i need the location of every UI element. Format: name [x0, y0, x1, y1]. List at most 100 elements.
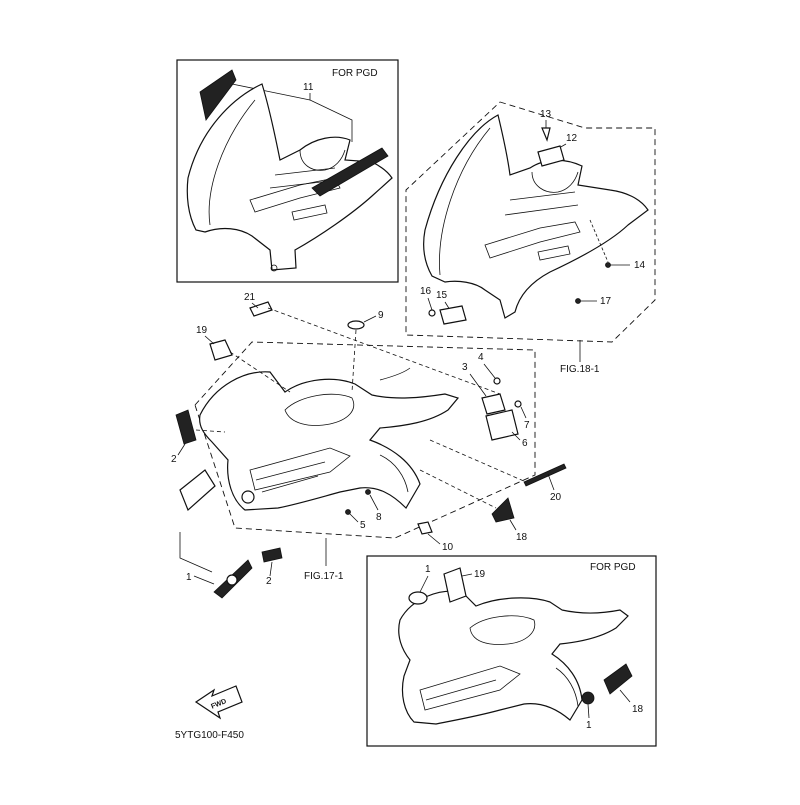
callout-3: 3 — [462, 362, 468, 373]
part-18 — [491, 497, 515, 523]
part-2-front — [261, 547, 283, 563]
leader-18-dashed — [419, 469, 497, 509]
pgd-leader-1-bottom — [587, 703, 590, 719]
part-13-bolt — [541, 127, 551, 142]
callout-11: 11 — [303, 82, 314, 93]
pgd-part-18 — [603, 663, 633, 695]
rear-fender-pgd — [186, 69, 393, 272]
rear-fender-seat — [484, 221, 581, 259]
callout-14: 14 — [634, 260, 646, 271]
rear-fender-well — [531, 171, 579, 193]
front-fender-tank-cover — [284, 393, 355, 426]
leader-20 — [547, 473, 555, 491]
part-16 — [428, 309, 436, 317]
part-1-emblem — [226, 574, 238, 586]
leader-2-left — [177, 443, 186, 456]
part-8 — [365, 489, 371, 495]
callout-2-front: 2 — [266, 576, 272, 587]
pgd-callout-19: 19 — [474, 569, 486, 580]
leader-6 — [511, 431, 521, 441]
leader-19 — [204, 335, 215, 345]
rear-fender-pgd-slot — [291, 204, 328, 221]
leader-2-dashed — [195, 429, 226, 433]
leader-4 — [483, 363, 496, 379]
rear-fender-edge — [439, 127, 491, 276]
front-fender-wheel-arch — [379, 454, 409, 493]
part-5 — [345, 509, 351, 515]
front-fender-mount — [379, 367, 411, 381]
leader-21-dashed — [267, 307, 501, 395]
leader-16 — [427, 297, 433, 311]
bottom-pgd-label: FOR PGD — [590, 562, 636, 573]
part-14 — [605, 262, 611, 268]
front-fender-light — [241, 490, 255, 504]
fig18-label: FIG.18-1 — [560, 364, 600, 375]
pgd-front-fender-body — [398, 590, 629, 725]
pgd-callout-18: 18 — [632, 704, 644, 715]
front-fender-ribs — [255, 461, 326, 493]
part-4 — [493, 377, 501, 385]
fig17-label: FIG.17-1 — [304, 571, 344, 582]
rear-fender-ribs — [504, 191, 579, 216]
rear-fender-slot — [537, 245, 571, 261]
callout-7: 7 — [524, 420, 530, 431]
rear-fender-region: 13 12 14 16 15 17 FIG.18-1 — [405, 101, 656, 375]
callout-20: 20 — [550, 492, 562, 503]
leader-7 — [520, 406, 527, 419]
callout-12: 12 — [566, 133, 578, 144]
rear-fender-pgd-well — [299, 149, 346, 171]
callout-9: 9 — [378, 310, 384, 321]
leader-18 — [509, 519, 517, 531]
pgd-leader-18 — [619, 689, 631, 703]
part-7 — [514, 400, 522, 408]
callout-17: 17 — [600, 296, 612, 307]
bottom-pgd-frame — [366, 555, 657, 747]
part-17 — [575, 298, 581, 304]
part-6 — [485, 409, 519, 441]
diagram-code: 5YTG100-F450 — [175, 730, 244, 741]
pgd-leader-19 — [461, 573, 473, 577]
callout-18: 18 — [516, 532, 528, 543]
leader-14-dashed — [589, 219, 609, 263]
pgd-part-1-emblem — [581, 691, 595, 705]
callout-19: 19 — [196, 325, 208, 336]
callout-8: 8 — [376, 512, 382, 523]
leader-1b — [193, 575, 215, 585]
top-pgd-box: FOR PGD 11 — [176, 59, 399, 283]
callout-13: 13 — [540, 109, 552, 120]
front-fender-region: 21 9 19 4 3 7 6 2 8 5 20 18 10 1 — [171, 292, 567, 599]
callout-21: 21 — [244, 292, 256, 303]
pgd-part-1-top — [408, 591, 428, 605]
part-10 — [417, 521, 433, 535]
leader-3 — [469, 373, 487, 397]
part-20 — [523, 463, 567, 487]
part-9 — [347, 320, 365, 330]
callout-1: 1 — [186, 572, 192, 583]
leader-11 — [309, 93, 353, 142]
pgd-front-fender-face — [419, 665, 521, 711]
callout-6: 6 — [522, 438, 528, 449]
leader-10 — [427, 533, 441, 545]
leader-19-dashed — [229, 351, 291, 393]
part-1-side — [179, 469, 216, 512]
part-21 — [249, 301, 273, 317]
leader-8 — [369, 494, 379, 511]
part-19 — [209, 339, 233, 361]
leader-21 — [251, 302, 259, 309]
leader-20-dashed — [429, 439, 527, 483]
pgd-callout-1-bottom: 1 — [586, 720, 592, 731]
pgd-part-19 — [443, 567, 467, 603]
pgd-callout-1-top: 1 — [425, 564, 431, 575]
callout-4: 4 — [478, 352, 484, 363]
leader-2-front — [269, 561, 273, 577]
part-2-left — [175, 409, 197, 445]
rear-fender-pgd-edge — [208, 99, 256, 226]
part-3 — [481, 393, 506, 415]
top-pgd-frame — [176, 59, 399, 283]
leader-1 — [179, 532, 213, 573]
top-pgd-label: FOR PGD — [332, 68, 378, 79]
fwd-arrow-icon — [194, 685, 243, 720]
leader-9 — [363, 315, 377, 323]
callout-5: 5 — [360, 520, 366, 531]
